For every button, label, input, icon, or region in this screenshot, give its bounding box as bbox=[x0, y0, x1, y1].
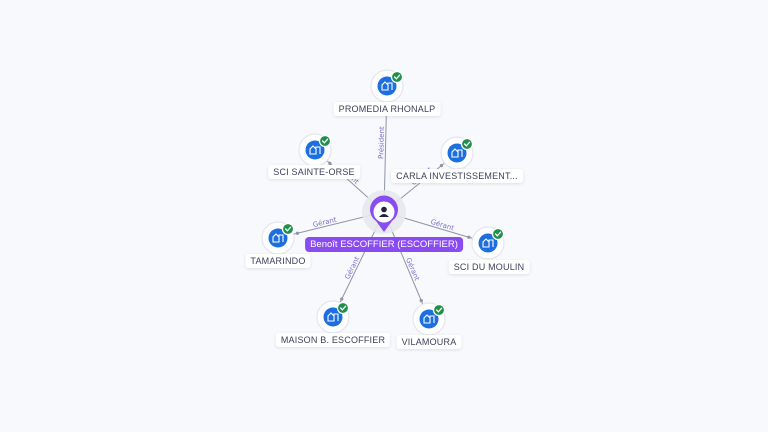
check-badge-icon bbox=[460, 137, 474, 151]
company-node-maison-b[interactable] bbox=[316, 300, 350, 334]
edge-arrow bbox=[419, 298, 423, 303]
check-glyph bbox=[435, 307, 443, 313]
building-glyph bbox=[327, 312, 339, 322]
edge-arrow bbox=[328, 161, 332, 165]
edge-role-label: Gérant bbox=[404, 257, 421, 283]
person-name-label[interactable]: Benoît ESCOFFIER (ESCOFFIER) bbox=[305, 237, 463, 252]
company-label-vilamoura[interactable]: VILAMOURA bbox=[396, 335, 462, 349]
check-glyph bbox=[393, 74, 401, 80]
company-label-maison-b[interactable]: MAISON B. ESCOFFIER bbox=[275, 333, 391, 347]
building-glyph bbox=[451, 148, 463, 158]
edge-role-label: Gérant bbox=[312, 216, 338, 230]
building-glyph bbox=[423, 314, 435, 324]
building-icon bbox=[305, 140, 325, 160]
company-node-carla[interactable] bbox=[440, 136, 474, 170]
check-badge-icon bbox=[432, 303, 446, 317]
check-badge-icon bbox=[336, 301, 350, 315]
edge-arrow bbox=[295, 231, 300, 235]
check-badge-icon bbox=[318, 134, 332, 148]
company-label-tamarindo[interactable]: TAMARINDO bbox=[245, 254, 311, 268]
check-badge-icon bbox=[390, 70, 404, 84]
building-glyph bbox=[482, 238, 494, 248]
person-node[interactable] bbox=[362, 190, 406, 234]
building-glyph bbox=[381, 81, 393, 91]
edge-arrow bbox=[467, 235, 471, 239]
building-glyph bbox=[272, 233, 284, 243]
check-badge-icon bbox=[491, 227, 505, 241]
building-icon bbox=[268, 228, 288, 248]
person-icon-body bbox=[379, 214, 389, 217]
building-icon bbox=[478, 233, 498, 253]
company-node-tamarindo[interactable] bbox=[261, 221, 295, 255]
check-glyph bbox=[494, 231, 502, 237]
check-glyph bbox=[321, 138, 329, 144]
building-glyph bbox=[309, 145, 321, 155]
company-node-promedia[interactable] bbox=[370, 69, 404, 103]
edge-role-label: Président bbox=[377, 126, 386, 159]
check-badge-icon bbox=[281, 222, 295, 236]
building-icon bbox=[447, 143, 467, 163]
building-icon bbox=[377, 76, 397, 96]
check-glyph bbox=[339, 305, 347, 311]
company-node-sci-du-moulin[interactable] bbox=[471, 226, 505, 260]
company-label-promedia[interactable]: PROMEDIA RHONALP bbox=[333, 102, 441, 116]
company-label-carla[interactable]: CARLA INVESTISSEMENT... bbox=[391, 169, 523, 183]
edge-role-label: Gérant bbox=[343, 255, 361, 280]
edge-role-label: Gérant bbox=[430, 218, 456, 233]
company-node-vilamoura[interactable] bbox=[412, 302, 446, 336]
company-label-sci-sainte-orse[interactable]: SCI SAINTE-ORSE bbox=[268, 165, 360, 179]
check-glyph bbox=[284, 226, 292, 232]
edge-arrow bbox=[340, 297, 344, 301]
nodes-layer bbox=[261, 69, 505, 336]
building-icon bbox=[323, 307, 343, 327]
building-icon bbox=[419, 309, 439, 329]
company-node-sci-sainte-orse[interactable] bbox=[298, 133, 332, 167]
check-glyph bbox=[463, 141, 471, 147]
company-label-sci-du-moulin[interactable]: SCI DU MOULIN bbox=[448, 260, 530, 274]
person-icon bbox=[381, 206, 387, 213]
edge-arrow bbox=[439, 163, 444, 168]
